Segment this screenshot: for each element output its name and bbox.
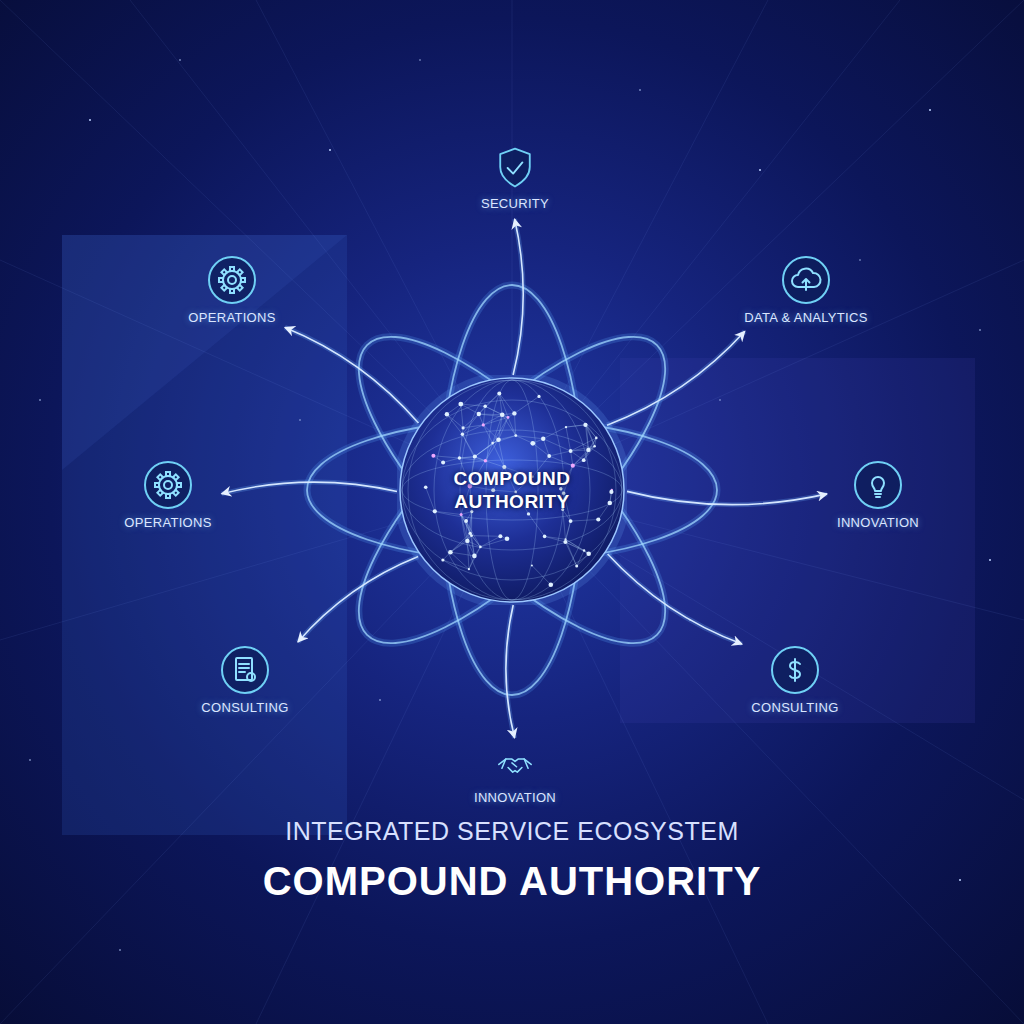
hub-title: COMPOUND AUTHORITY xyxy=(432,467,592,513)
connector-glow xyxy=(222,482,397,494)
side-panel xyxy=(62,235,347,835)
service-icon xyxy=(780,254,832,306)
service-icon xyxy=(219,644,271,696)
service-label: CONSULTING xyxy=(201,700,288,715)
globe-sphere xyxy=(397,375,627,605)
service-node: DATA & ANALYTICS xyxy=(738,250,873,329)
side-panel xyxy=(620,358,975,723)
service-icon xyxy=(495,746,535,786)
service-label: SECURITY xyxy=(481,196,549,211)
connector-glow xyxy=(607,331,745,425)
service-label: INNOVATION xyxy=(837,515,919,530)
service-label: CONSULTING xyxy=(751,700,838,715)
hub-sphere: COMPOUND AUTHORITY xyxy=(397,375,627,605)
connector-glow xyxy=(513,219,523,375)
service-label: DATA & ANALYTICS xyxy=(744,310,867,325)
service-icon xyxy=(142,459,194,511)
service-node: OPERATIONS xyxy=(118,455,217,534)
panel-shade xyxy=(62,235,347,470)
service-label: OPERATIONS xyxy=(124,515,211,530)
connector-arrow xyxy=(608,554,742,644)
service-node: SECURITY xyxy=(475,140,555,215)
service-label: OPERATIONS xyxy=(188,310,275,325)
subtitle-label: INTEGRATED SERVICE ECOSYSTEM xyxy=(0,816,1024,846)
service-icon xyxy=(852,459,904,511)
connector-glow xyxy=(627,491,827,504)
service-icon xyxy=(206,254,258,306)
connector-arrow xyxy=(627,491,827,504)
connector-arrow xyxy=(513,219,523,375)
connector-glow xyxy=(608,554,742,644)
service-icon xyxy=(491,144,539,192)
service-label: INNOVATION xyxy=(474,790,556,805)
connector-glow xyxy=(285,327,419,423)
service-icon xyxy=(769,644,821,696)
connector-arrow xyxy=(506,605,515,738)
connector-arrow xyxy=(285,327,419,423)
service-node: INNOVATION xyxy=(468,742,562,809)
connector-glow xyxy=(298,557,418,642)
service-node: OPERATIONS xyxy=(182,250,281,329)
service-node: INNOVATION xyxy=(831,455,925,534)
page-title: COMPOUND AUTHORITY xyxy=(0,858,1024,904)
connector-arrow xyxy=(607,331,745,425)
connector-arrow xyxy=(298,557,418,642)
connector-glow xyxy=(506,605,515,738)
service-node: CONSULTING xyxy=(745,640,844,719)
orbit-rings xyxy=(307,285,717,695)
connector-arrow xyxy=(222,482,397,494)
service-node: CONSULTING xyxy=(195,640,294,719)
